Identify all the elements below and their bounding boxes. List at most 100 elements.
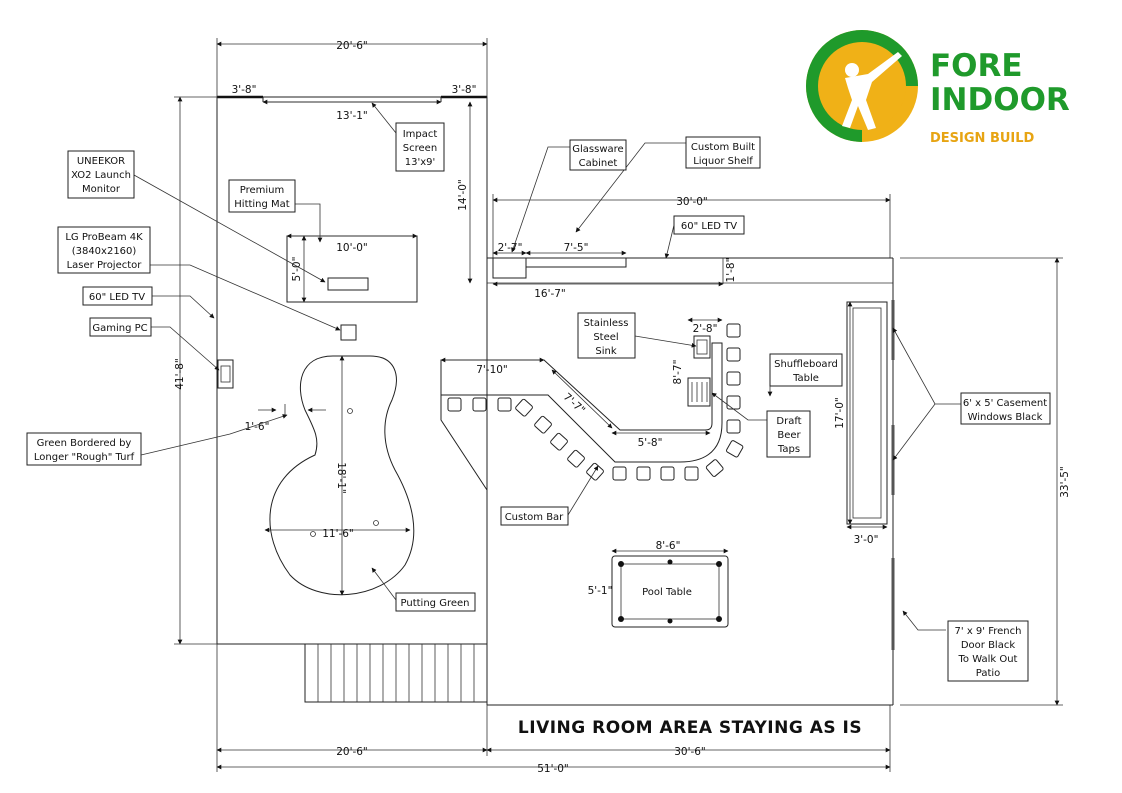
svg-text:Putting Green: Putting Green <box>401 598 470 609</box>
beer-taps <box>687 377 711 407</box>
dim-bar-top: 7'-10" <box>476 364 508 376</box>
svg-text:Liquor Shelf: Liquor Shelf <box>693 156 753 167</box>
svg-text:LG ProBeam 4K: LG ProBeam 4K <box>65 232 143 243</box>
svg-text:Patio: Patio <box>976 668 1001 679</box>
dim-bar-end-width: 2'-8" <box>693 323 718 335</box>
putting-green <box>269 355 415 596</box>
callout-liquor-shelf: Custom Built Liquor Shelf <box>685 136 761 169</box>
svg-text:(3840x2160): (3840x2160) <box>72 246 137 257</box>
dim-shelf-width: 7'-5" <box>564 242 589 254</box>
shuffleboard-table <box>846 301 888 525</box>
svg-text:Impact: Impact <box>403 129 438 140</box>
callout-windows: 6' x 5' Casement Windows Black <box>960 392 1051 425</box>
callout-beer-taps: Draft Beer Taps <box>766 410 811 458</box>
dim-green-length: 18'-1" <box>335 462 347 494</box>
svg-text:Cabinet: Cabinet <box>579 158 618 169</box>
dim-bar-diag: 7'-7" <box>561 391 588 417</box>
launch-monitor <box>327 277 369 291</box>
dim-sim-depth: 14'-0" <box>457 179 469 211</box>
custom-bar <box>440 342 723 463</box>
svg-text:Laser Projector: Laser Projector <box>67 260 143 271</box>
svg-text:60" LED TV: 60" LED TV <box>681 221 737 232</box>
dim-mat-depth: 5'-0" <box>291 257 303 282</box>
callout-custom-bar: Custom Bar <box>500 506 569 526</box>
dim-shuffle-width: 3'-0" <box>854 534 879 546</box>
callout-glassware: Glassware Cabinet <box>569 139 627 171</box>
svg-text:60" LED TV: 60" LED TV <box>89 292 145 303</box>
dim-pool-width: 8'-6" <box>656 540 681 552</box>
callout-shuffleboard: Shuffleboard Table <box>769 353 843 387</box>
staircase <box>304 643 488 703</box>
dim-bar-end-length: 8'-7" <box>672 360 684 385</box>
svg-text:Glassware: Glassware <box>572 144 623 155</box>
gaming-pc <box>217 359 234 389</box>
callout-projector: LG ProBeam 4K (3840x2160) Laser Projecto… <box>57 226 151 274</box>
svg-text:6' x 5' Casement: 6' x 5' Casement <box>963 398 1047 409</box>
svg-text:Steel: Steel <box>593 332 618 343</box>
callout-tv-left: 60" LED TV <box>82 286 153 306</box>
svg-text:Green Bordered by: Green Bordered by <box>37 438 132 449</box>
pool-table-label: Pool Table <box>642 587 692 598</box>
liquor-shelf <box>525 257 627 268</box>
svg-text:7' x 9' French: 7' x 9' French <box>955 626 1022 637</box>
glassware-cabinet <box>492 257 527 279</box>
svg-text:Stainless: Stainless <box>584 318 629 329</box>
callout-french-door: 7' x 9' French Door Black To Walk Out Pa… <box>947 620 1029 682</box>
dim-bar-bottom: 5'-8" <box>638 437 663 449</box>
callout-rough-turf: Green Bordered by Longer "Rough" Turf <box>26 432 142 466</box>
svg-text:Beer: Beer <box>777 430 801 441</box>
logo-tagline: DESIGN BUILD <box>930 131 1035 146</box>
svg-text:Gaming PC: Gaming PC <box>92 323 147 334</box>
pool-table <box>611 555 729 628</box>
svg-text:To Walk Out: To Walk Out <box>958 654 1018 665</box>
dim-bar-wall-width: 30'-0" <box>676 196 708 208</box>
svg-text:Premium: Premium <box>240 185 285 196</box>
golfer-icon <box>842 52 902 130</box>
dim-shuffle-length: 17'-0" <box>834 397 846 429</box>
dim-screen-right: 3'-8" <box>452 84 477 96</box>
dim-tv-height: 1'-8" <box>725 258 737 283</box>
dim-bottom-right: 30'-6" <box>674 746 706 758</box>
svg-text:Shuffleboard: Shuffleboard <box>774 359 838 370</box>
dim-left-height: 41'-8" <box>174 358 186 390</box>
dim-rough-gap: 1'-6" <box>245 421 270 433</box>
svg-text:13'x9': 13'x9' <box>405 157 436 168</box>
sink <box>693 335 711 359</box>
projector <box>340 324 357 341</box>
fore-indoor-logo: FORE INDOOR DESIGN BUILD <box>806 30 1070 146</box>
hitting-mat <box>286 235 418 303</box>
callout-impact-screen: Impact Screen 13'x9' <box>395 122 445 172</box>
svg-text:Sink: Sink <box>595 346 616 357</box>
svg-text:Longer "Rough" Turf: Longer "Rough" Turf <box>34 452 135 463</box>
dim-cab-width: 2'-7" <box>498 242 523 254</box>
svg-text:Draft: Draft <box>776 416 801 427</box>
dim-mat-width: 10'-0" <box>336 242 368 254</box>
dim-right-height: 33'-5" <box>1059 466 1071 498</box>
callout-uneekor: UNEEKOR XO2 Launch Monitor <box>67 150 135 199</box>
living-room-note: LIVING ROOM AREA STAYING AS IS <box>518 718 862 738</box>
svg-text:Table: Table <box>792 373 819 384</box>
dim-green-width: 11'-6" <box>322 528 354 540</box>
svg-text:Door Black: Door Black <box>961 640 1015 651</box>
svg-text:Taps: Taps <box>777 444 800 455</box>
dim-bottom-left: 20'-6" <box>336 746 368 758</box>
svg-text:Custom Built: Custom Built <box>691 142 755 153</box>
logo-line1: FORE <box>930 48 1023 84</box>
dim-pool-depth: 5'-1" <box>588 585 613 597</box>
dim-screen-width: 13'-1" <box>336 110 368 122</box>
svg-text:Windows Black: Windows Black <box>968 412 1043 423</box>
dim-wall-span: 16'-7" <box>534 288 566 300</box>
svg-text:Custom Bar: Custom Bar <box>505 512 564 523</box>
callout-hitting-mat: Premium Hitting Mat <box>228 179 296 213</box>
dim-total-width: 51'-0" <box>537 763 569 775</box>
logo-line2: INDOOR <box>930 82 1070 118</box>
bar-stools <box>447 323 744 481</box>
svg-text:Monitor: Monitor <box>82 184 121 195</box>
callout-tv-right: 60" LED TV <box>673 215 745 235</box>
dim-screen-left: 3'-8" <box>232 84 257 96</box>
svg-text:Screen: Screen <box>403 143 437 154</box>
bar-room <box>486 257 895 706</box>
svg-text:XO2 Launch: XO2 Launch <box>71 170 131 181</box>
callout-sink: Stainless Steel Sink <box>577 312 636 359</box>
